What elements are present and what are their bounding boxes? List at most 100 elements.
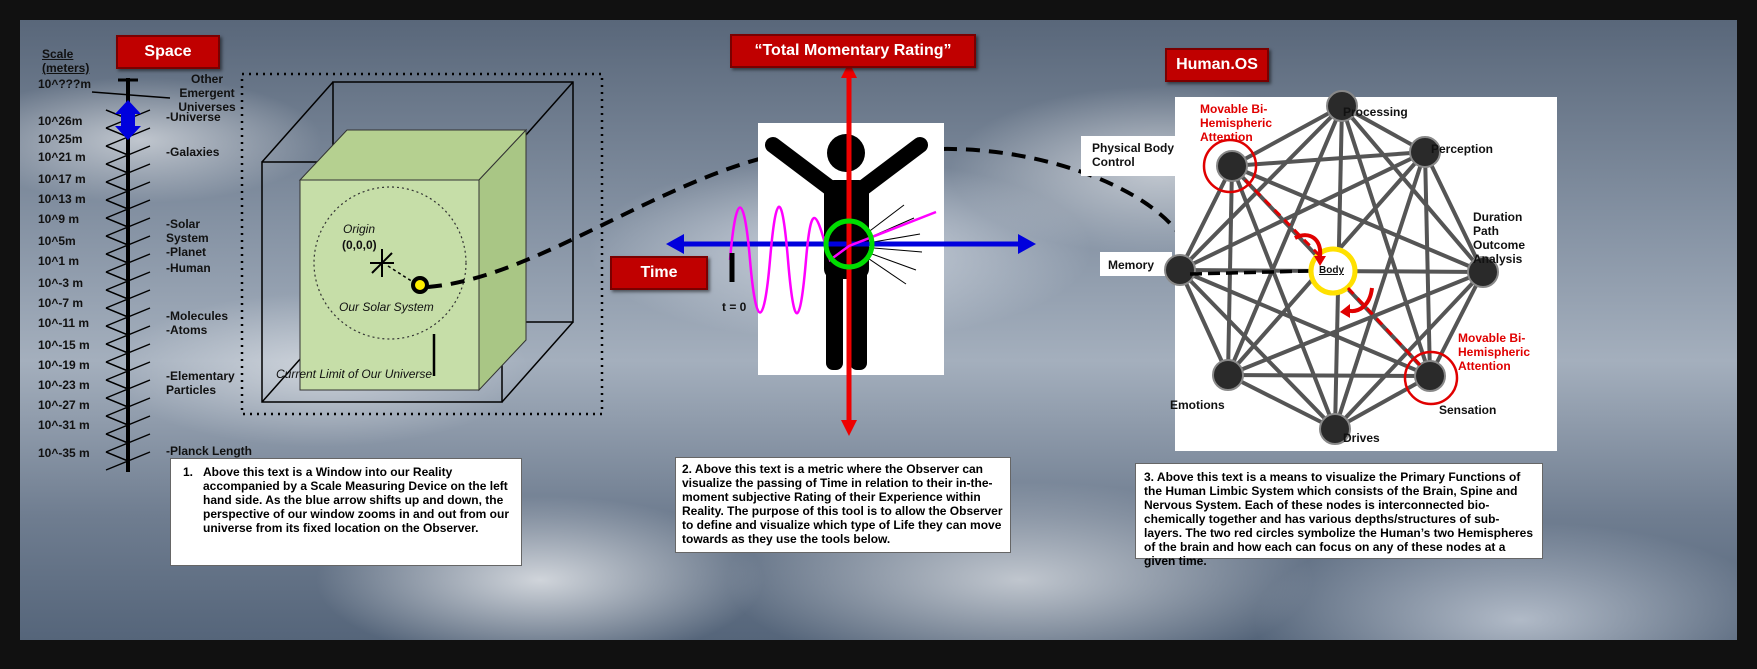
label-molecules: -Molecules xyxy=(166,309,229,323)
scale-value: 10^-7 m xyxy=(38,296,84,310)
edge-drives-physical xyxy=(1230,165,1337,430)
edge-duration-emotions xyxy=(1227,270,1484,377)
edge-drives-emotions xyxy=(1227,373,1336,431)
scale-label: Scale (meters) xyxy=(42,47,90,75)
scale-value: 10^17 m xyxy=(38,172,86,186)
hemisphere-red-dashed xyxy=(1243,178,1422,367)
space-note-number: 1. xyxy=(183,465,194,479)
origin-dashed-arrow xyxy=(387,265,414,283)
dashed-connector-left xyxy=(427,148,801,289)
node-processing xyxy=(1326,90,1358,122)
ruler-chevron xyxy=(105,199,130,219)
edge-memory-physical xyxy=(1178,165,1234,271)
node-physical xyxy=(1216,150,1248,182)
attention-label-bottom: Movable Bi-Hemispheric Attention xyxy=(1458,331,1531,373)
ruler-chevron xyxy=(105,433,130,453)
origin-coords: (0,0,0) xyxy=(342,238,377,252)
scale-value: 10^-19 m xyxy=(38,358,90,372)
ruler-chevron xyxy=(105,271,130,291)
label-other-universes: Other Emergent Universes xyxy=(178,72,236,114)
ruler-chevron xyxy=(105,145,130,165)
scale-value: 10^-31 m xyxy=(38,418,90,432)
ruler-chevron xyxy=(105,343,130,363)
attention-label-top: Movable Bi-Hemispheric Attention xyxy=(1200,102,1273,144)
rating-axis xyxy=(841,62,857,436)
network-nodes xyxy=(1164,90,1499,445)
edge-processing-physical xyxy=(1231,104,1343,168)
label-elementary-particles: -Elementary Particles xyxy=(166,369,235,397)
solar-system-marker xyxy=(411,276,429,294)
dashed-connector-right xyxy=(919,146,1182,237)
human-os-note: 3. Above this text is a means to visuali… xyxy=(1135,463,1543,568)
physical-label-box xyxy=(1081,136,1179,176)
node-label-sensation: Sensation xyxy=(1439,403,1497,417)
node-emotions xyxy=(1212,359,1244,391)
blue-zoom-arrow xyxy=(115,100,141,140)
scale-value: 10^-3 m xyxy=(38,276,84,290)
edge-perception-drives xyxy=(1333,151,1427,430)
node-duration xyxy=(1467,256,1499,288)
rating-graph xyxy=(666,62,1036,436)
ruler-chevron xyxy=(105,235,130,255)
t0-label: t = 0 xyxy=(722,300,747,314)
edge-sensation-drives xyxy=(1334,374,1431,431)
ruler-zigzag xyxy=(106,110,150,470)
time-label: Time xyxy=(610,256,708,290)
scale-value: 10^-27 m xyxy=(38,398,90,412)
node-drives xyxy=(1319,413,1351,445)
sky-background: Space Scale (meters) 10^???m 10^26m 10^25m… xyxy=(20,20,1737,640)
ruler-chevron xyxy=(105,451,130,471)
ruler-chevron xyxy=(105,361,130,381)
label-universe: -Universe xyxy=(166,110,221,124)
origin-axes-icon xyxy=(370,249,394,277)
limbic-network xyxy=(1164,90,1499,445)
space-header: Space xyxy=(116,35,220,69)
ruler-chevron xyxy=(105,307,130,327)
rating-note: 2. Above this text is a metric where the… xyxy=(675,457,1011,553)
ruler-chevron xyxy=(105,163,130,183)
solar-system-label: Our Solar System xyxy=(339,300,434,314)
node-label-emotions: Emotions xyxy=(1170,398,1225,412)
ruler-chevron xyxy=(105,397,130,417)
scale-value: 10^13 m xyxy=(38,192,86,206)
edge-perception-physical xyxy=(1231,150,1426,168)
scale-value: 10^???m xyxy=(38,77,92,91)
node-label-drives: Drives xyxy=(1343,431,1380,445)
scale-value: 10^-35 m xyxy=(38,446,90,460)
origin-label: Origin xyxy=(343,222,376,236)
edge-sensation-emotions xyxy=(1227,373,1431,378)
observer-green-ring xyxy=(823,218,875,270)
ruler-chevron xyxy=(105,181,130,201)
edge-perception-memory xyxy=(1179,150,1426,272)
scale-value: 10^25m xyxy=(38,132,83,146)
scale-ruler xyxy=(91,78,171,490)
node-label-physical: Physical Body Control xyxy=(1092,141,1175,169)
node-sensation xyxy=(1414,360,1446,392)
label-planck-length: -Planck Length xyxy=(166,444,253,458)
ruler-chevron xyxy=(105,253,130,273)
edge-emotions-physical xyxy=(1226,165,1234,376)
node-memory xyxy=(1164,254,1196,286)
node-label-duration: Duration Path Outcome Analysis xyxy=(1473,210,1526,266)
space-note: 1. Above this text is a Window into our … xyxy=(170,458,522,566)
label-galaxies: -Galaxies xyxy=(166,145,220,159)
scale-value: 10^1 m xyxy=(38,254,80,268)
rotate-arrow-top-head xyxy=(1314,256,1326,266)
ruler-chevron xyxy=(105,289,130,309)
universe-pointer xyxy=(91,91,171,99)
limit-label: Current Limit of Our Universe xyxy=(276,367,433,381)
rotate-arrow-bottom-head xyxy=(1340,304,1350,318)
label-human: -Human xyxy=(166,261,211,275)
node-label-body: Body xyxy=(1319,265,1344,276)
edge-duration-physical xyxy=(1231,164,1484,274)
human-os-header: Human.OS xyxy=(1165,48,1269,82)
ruler-chevron xyxy=(105,325,130,345)
scale-value: 10^-23 m xyxy=(38,378,90,392)
edge-perception-sensation xyxy=(1423,151,1432,377)
attention-ring-bottom xyxy=(1403,350,1459,406)
edge-processing-emotions xyxy=(1226,105,1344,376)
rotate-arrow-top-icon xyxy=(1294,233,1323,257)
scale-value: 10^26m xyxy=(38,114,83,128)
label-atoms: -Atoms xyxy=(166,323,208,337)
edge-processing-sensation xyxy=(1340,105,1432,377)
